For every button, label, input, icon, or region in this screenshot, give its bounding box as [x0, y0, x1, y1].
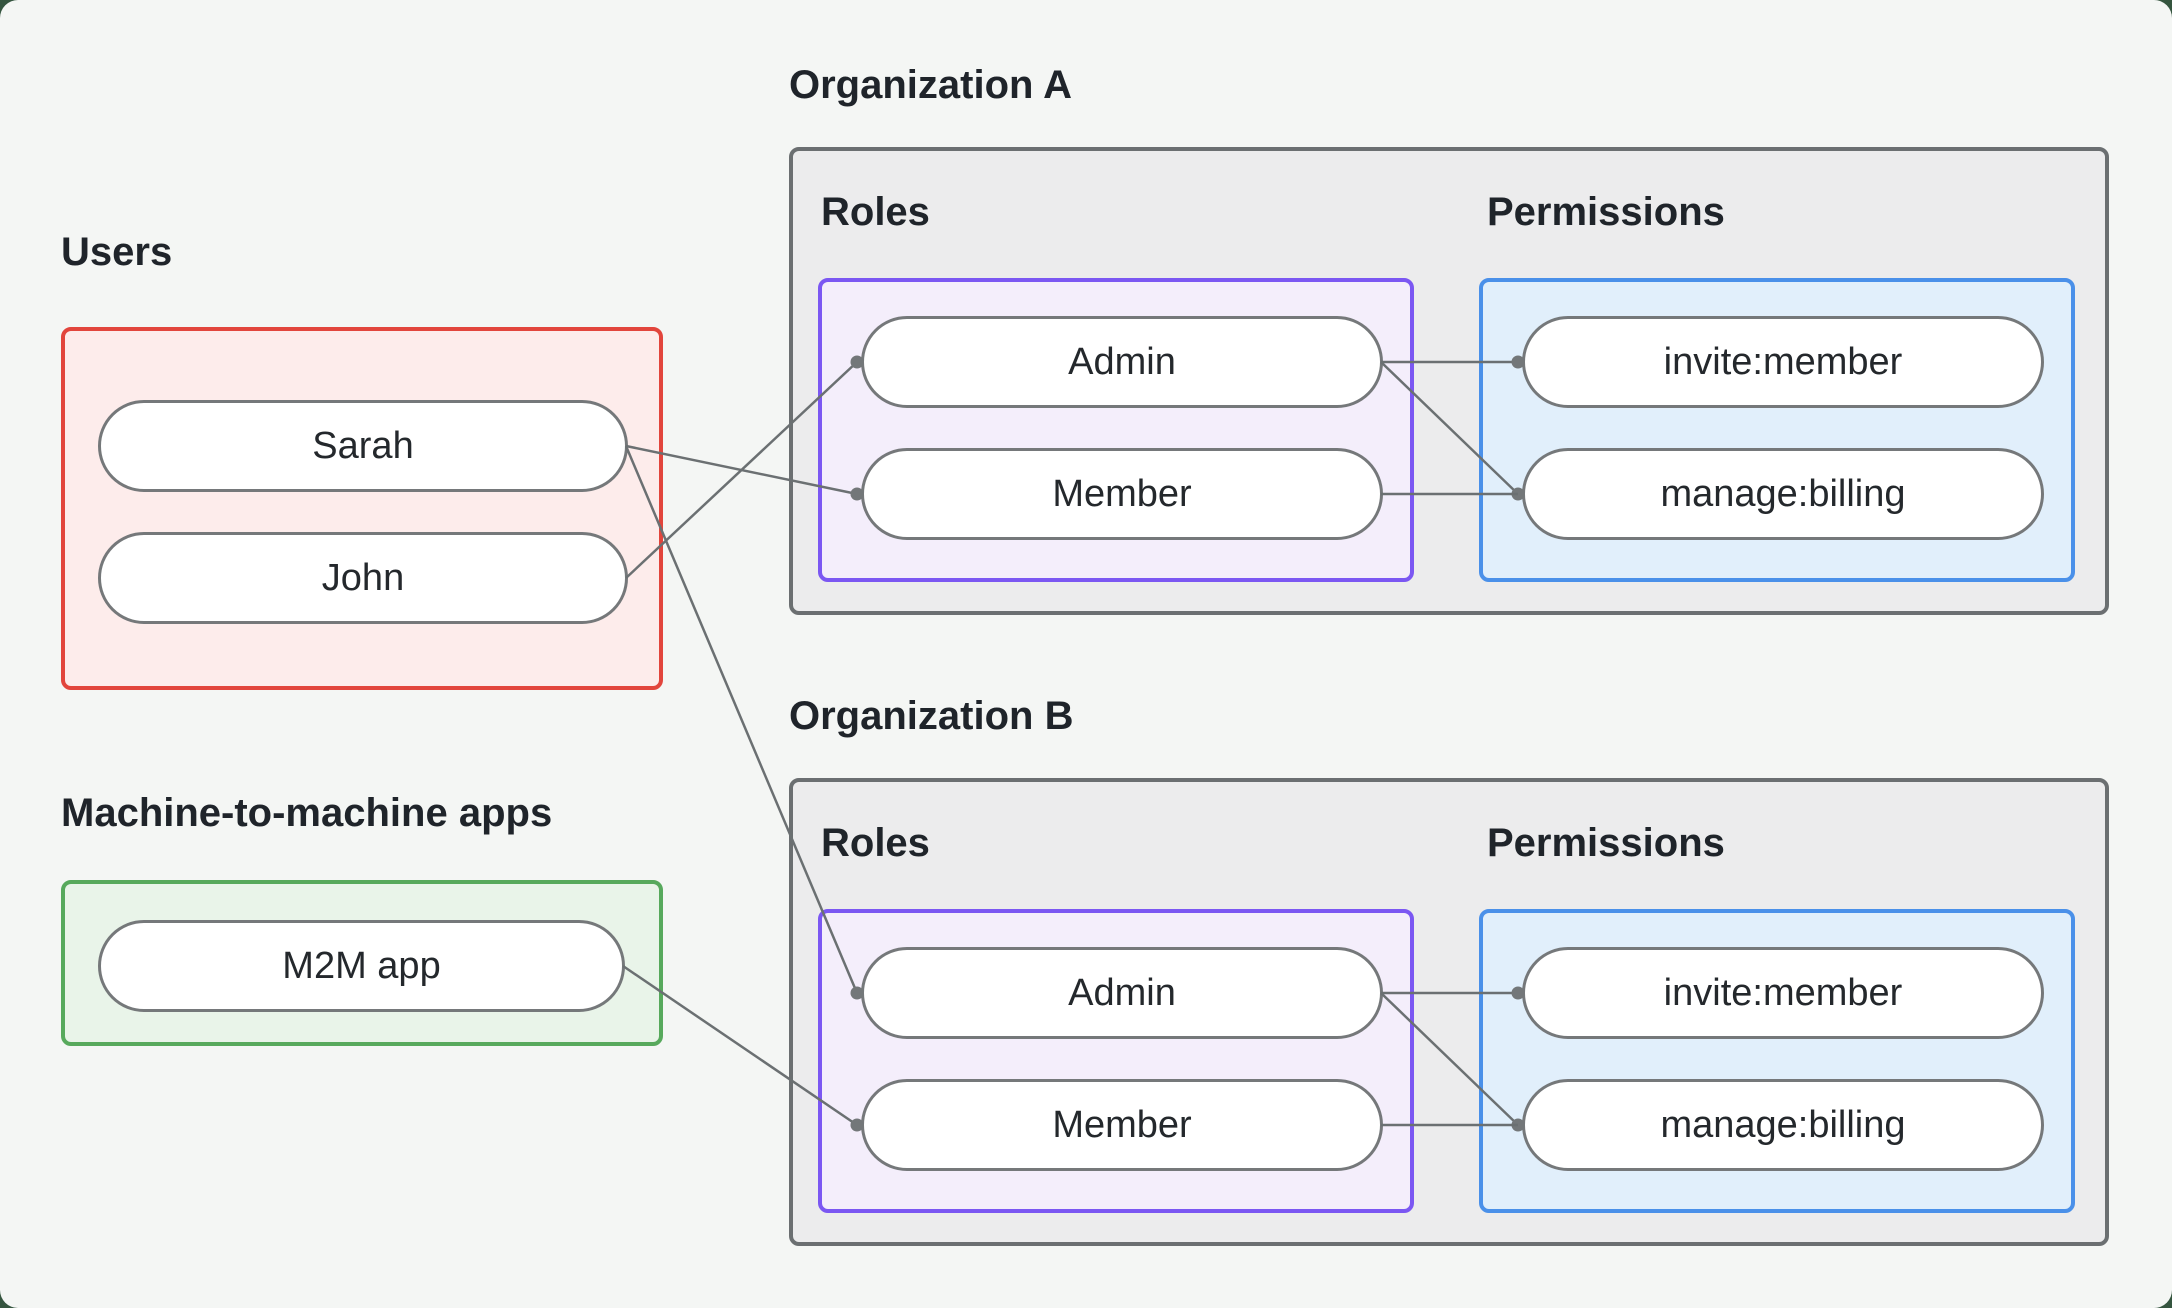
- org-a-title: Organization A: [789, 63, 1072, 107]
- role-pill-member-b: Member: [861, 1079, 1383, 1171]
- role-pill-label: Admin: [1068, 971, 1176, 1014]
- users-section-title: Users: [61, 230, 173, 274]
- role-pill-label: Member: [1052, 472, 1192, 515]
- org-b-permissions-box: invite:member manage:billing: [1479, 909, 2075, 1213]
- permission-pill-manage-a: manage:billing: [1522, 448, 2044, 540]
- m2m-app-pill: M2M app: [98, 920, 625, 1012]
- permission-pill-invite-a: invite:member: [1522, 316, 2044, 408]
- org-a-roles-box: Admin Member: [818, 278, 1414, 582]
- permission-pill-manage-b: manage:billing: [1522, 1079, 2044, 1171]
- org-b-permissions-label: Permissions: [1487, 821, 1725, 865]
- org-a-roles-label: Roles: [821, 190, 930, 234]
- user-pill-label: Sarah: [312, 424, 414, 467]
- role-pill-label: Member: [1052, 1103, 1192, 1146]
- permission-pill-label: invite:member: [1663, 340, 1903, 383]
- role-pill-admin-b: Admin: [861, 947, 1383, 1039]
- permission-pill-invite-b: invite:member: [1522, 947, 2044, 1039]
- user-pill-john: John: [98, 532, 628, 624]
- permission-pill-label: invite:member: [1663, 971, 1903, 1014]
- org-b-roles-box: Admin Member: [818, 909, 1414, 1213]
- role-pill-label: Admin: [1068, 340, 1176, 383]
- role-pill-admin-a: Admin: [861, 316, 1383, 408]
- m2m-section-title: Machine-to-machine apps: [61, 791, 553, 835]
- org-a-box: Roles Permissions Admin Member invite:me…: [789, 147, 2109, 615]
- user-pill-sarah: Sarah: [98, 400, 628, 492]
- org-b-roles-label: Roles: [821, 821, 930, 865]
- m2m-box: M2M app: [61, 880, 663, 1046]
- role-pill-member-a: Member: [861, 448, 1383, 540]
- org-a-permissions-box: invite:member manage:billing: [1479, 278, 2075, 582]
- m2m-pill-label: M2M app: [282, 944, 441, 987]
- users-box: Sarah John: [61, 327, 663, 690]
- permission-pill-label: manage:billing: [1660, 1103, 1906, 1146]
- org-b-title: Organization B: [789, 694, 1074, 738]
- permission-pill-label: manage:billing: [1660, 472, 1906, 515]
- org-a-permissions-label: Permissions: [1487, 190, 1725, 234]
- user-pill-label: John: [321, 556, 405, 599]
- org-b-box: Roles Permissions Admin Member invite:me…: [789, 778, 2109, 1246]
